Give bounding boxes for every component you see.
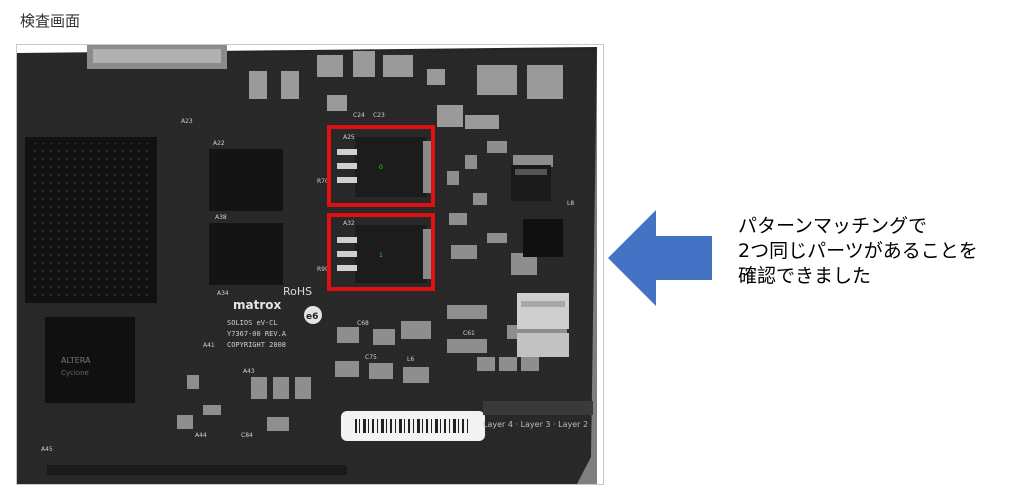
part-label: L8 xyxy=(567,200,574,207)
part-label: C61 xyxy=(463,330,475,337)
part-label: A38 xyxy=(215,214,227,221)
match-box-1 xyxy=(327,213,435,291)
matrox-logo-text: matrox xyxy=(233,298,282,312)
part-label: A23 xyxy=(181,118,193,125)
match-label-1: 1 xyxy=(379,252,383,259)
match-label-0: 0 xyxy=(379,164,383,171)
e6-mark-text: e6 xyxy=(306,312,318,322)
part-label: A45 xyxy=(41,446,53,453)
matched-part-0 xyxy=(337,137,431,197)
result-caption: パターンマッチングで 2つ同じパーツがあることを 確認できました xyxy=(738,214,1018,289)
part-label: A44 xyxy=(195,432,207,439)
part-label: R70 xyxy=(317,178,329,185)
caption-line-2: 2つ同じパーツがあることを xyxy=(738,240,978,262)
part-label: C75 xyxy=(365,354,377,361)
inspection-image: ALTERA Cyclone xyxy=(16,44,604,485)
left-arrow-icon xyxy=(608,210,712,306)
part-label: A43 xyxy=(243,368,255,375)
part-label: A41 xyxy=(203,342,215,349)
caption-line-1: パターンマッチングで xyxy=(738,215,928,237)
board-model-text: SOLIOS eV-CL xyxy=(227,319,278,327)
layer-text: Layer 4 · Layer 3 · Layer 2 xyxy=(483,420,588,429)
part-label: C84 xyxy=(241,432,253,439)
part-label: L6 xyxy=(407,356,414,363)
page-title: 検査画面 xyxy=(20,12,81,30)
part-label: A32 xyxy=(343,220,355,227)
part-label: C23 xyxy=(373,112,385,119)
chip-brand-text: ALTERA xyxy=(61,356,91,365)
part-label: R90 xyxy=(317,266,329,273)
part-label: A22 xyxy=(213,140,225,147)
chip-model-text: Cyclone xyxy=(61,369,89,377)
board-copyright-text: COPYRIGHT 2008 xyxy=(227,341,286,349)
pcb-board-image: ALTERA Cyclone xyxy=(17,45,597,484)
caption-line-3: 確認できました xyxy=(738,265,872,287)
part-label: A34 xyxy=(217,290,229,297)
rohs-text: RoHS xyxy=(283,285,312,298)
part-label: C68 xyxy=(357,320,369,327)
part-label: A25 xyxy=(343,134,355,141)
match-box-0 xyxy=(327,125,435,207)
board-rev-text: Y7367-00 REV.A xyxy=(227,330,287,338)
part-label: C24 xyxy=(353,112,365,119)
matched-part-1 xyxy=(337,225,431,283)
